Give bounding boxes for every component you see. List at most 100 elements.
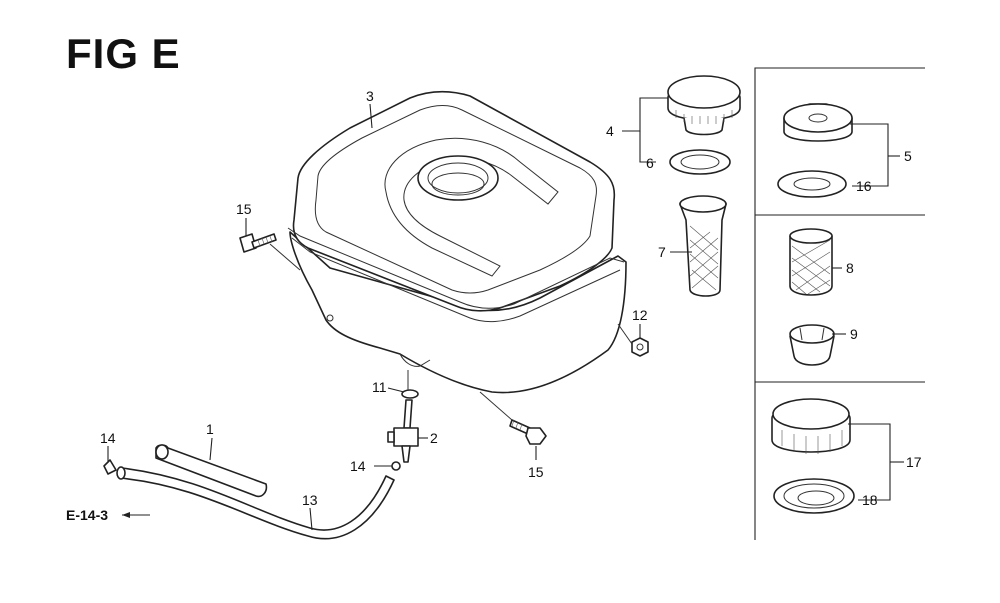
- option-panels: [754, 67, 925, 540]
- fuel-valve-body: [393, 427, 419, 447]
- callout-7: 7: [658, 244, 666, 260]
- callout-8: 8: [846, 260, 854, 276]
- callout-4: 4: [606, 123, 614, 139]
- cap-gasket-outer: [669, 149, 731, 175]
- alt-holder-9[interactable]: [789, 324, 835, 366]
- flange-bolt-15-upper[interactable]: [239, 233, 277, 253]
- tank-mount-foot: [399, 353, 431, 367]
- alt-strainer-8-rim: [789, 228, 833, 244]
- bolt-upper-line: [269, 243, 301, 271]
- alt-strainer-8-mesh: [791, 239, 831, 295]
- alt-holder-9-body: [789, 335, 835, 366]
- bolt-lower-line: [479, 391, 513, 421]
- alt-strainer-8-body: [789, 235, 833, 296]
- tube-clip-14-right: [391, 461, 401, 471]
- tank-mount-hole: [326, 314, 334, 322]
- callout-15-upper: 15: [236, 201, 252, 217]
- callout-9: 9: [850, 326, 858, 342]
- alt-cap-17[interactable]: [771, 398, 851, 454]
- alt-gasket-16[interactable]: [777, 170, 847, 198]
- leader-5-16: [850, 123, 889, 187]
- nut-body: [631, 337, 649, 357]
- alt-gasket-18-mid: [783, 483, 845, 509]
- ref-arrow-head: [122, 512, 130, 518]
- alt-strainer-8[interactable]: [789, 228, 833, 296]
- callout-17: 17: [906, 454, 922, 470]
- leader-6: [639, 131, 656, 163]
- washer-11[interactable]: [401, 389, 419, 399]
- reference-label: E-14-3: [66, 507, 108, 523]
- fuel-valve-stem: [403, 399, 413, 429]
- fuel-tube-13-body: [119, 467, 395, 540]
- fuel-valve-2[interactable]: [387, 399, 419, 463]
- leader-lines: [107, 97, 904, 531]
- leader-1: [209, 437, 213, 461]
- assembly-lines: [269, 243, 633, 421]
- bolt-shank: [251, 233, 277, 249]
- tank-top-plate: [314, 105, 597, 294]
- leader-3: [369, 103, 373, 129]
- tank-filler-inner: [431, 172, 485, 196]
- alt-holder-9-slot: [799, 327, 825, 341]
- callout-15-lower: 15: [528, 464, 544, 480]
- fuel-tank[interactable]: [287, 90, 627, 394]
- callout-2: 2: [430, 430, 438, 446]
- tank-upper-shell: [292, 90, 616, 312]
- alt-cap-17-grip: [781, 430, 843, 454]
- leader-17-18: [848, 423, 891, 501]
- fuel-strainer-rim: [679, 195, 727, 213]
- nut-line: [617, 323, 633, 345]
- tube-clip-14[interactable]: [103, 459, 401, 475]
- fuel-tube-1-end: [155, 444, 169, 460]
- bolt-thread: [257, 235, 273, 247]
- callout-12: 12: [632, 307, 648, 323]
- filler-cap-neck: [683, 117, 725, 136]
- alt-gasket-18[interactable]: [773, 478, 855, 514]
- callout-6: 6: [646, 155, 654, 171]
- alt-gasket-16-inner: [793, 177, 831, 191]
- nut-hole: [636, 343, 644, 351]
- callout-18: 18: [862, 492, 878, 508]
- callout-14-right: 14: [350, 458, 366, 474]
- callout-labels: 3 4 6 7 5 16 8 9 17 18 15 15 12 11 2 14 …: [66, 88, 922, 523]
- leader-4: [622, 97, 668, 132]
- filler-cap[interactable]: [667, 75, 741, 136]
- fuel-valve-nipple: [401, 445, 411, 463]
- alt-cap-17-top: [772, 398, 850, 430]
- alt-cap-5-vent: [808, 113, 828, 123]
- fuel-tube-13-end: [116, 466, 126, 480]
- fuel-tube-1[interactable]: [155, 444, 268, 498]
- flange-bolt-15-lower[interactable]: [509, 419, 547, 445]
- fuel-strainer[interactable]: [679, 195, 727, 297]
- alt-holder-9-rim: [789, 324, 835, 344]
- tube-clip-14-left: [103, 459, 117, 475]
- callout-11: 11: [372, 379, 387, 395]
- tank-filler-opening: [427, 162, 489, 194]
- fuel-strainer-mesh: [689, 225, 719, 291]
- bolt-lower-thread: [511, 419, 523, 431]
- tank-seam-lower: [291, 237, 621, 323]
- alt-cap-5[interactable]: [783, 103, 853, 142]
- callout-14-left: 14: [100, 430, 116, 446]
- leader-13: [309, 507, 313, 531]
- fuel-tube-13[interactable]: [116, 466, 395, 540]
- callout-3: 3: [366, 88, 374, 104]
- callout-5: 5: [904, 148, 912, 164]
- leader-11: [387, 387, 405, 393]
- cap-gasket-inner: [680, 154, 720, 170]
- bolt-lower-head: [525, 427, 547, 445]
- filler-cap-face: [667, 75, 741, 109]
- flange-nut-12[interactable]: [631, 337, 649, 357]
- alt-gasket-16-outer: [777, 170, 847, 198]
- washer-11-ring: [401, 389, 419, 399]
- callout-1: 1: [206, 421, 214, 437]
- tank-seam: [287, 227, 625, 309]
- panel-border-main: [754, 67, 925, 540]
- cap-gasket[interactable]: [669, 149, 731, 175]
- callout-13: 13: [302, 492, 318, 508]
- alt-gasket-18-inner: [797, 490, 835, 506]
- figure-title: FIG E: [66, 30, 181, 77]
- alt-cap-5-top: [783, 103, 853, 133]
